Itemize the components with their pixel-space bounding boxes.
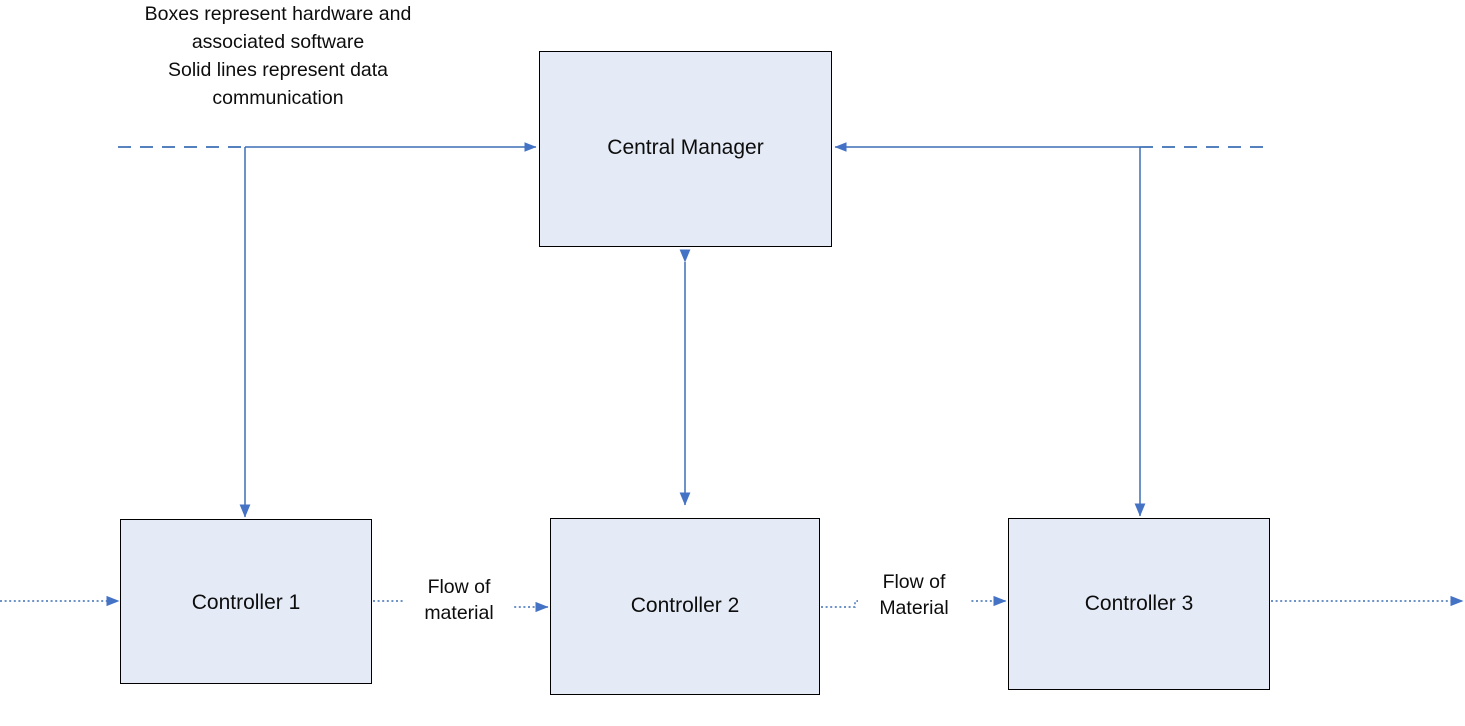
node-controller-2-label: Controller 2 [630,594,740,617]
legend-note-line-4: communication [212,86,344,109]
node-controller-1[interactable]: Controller 1 [120,519,372,684]
edge-label-flow-2-line-2: Material [879,596,949,619]
legend-note-line-1: Boxes represent hardware and [144,3,412,25]
edge-label-flow-of-material-1: Flow of material [404,575,514,627]
edge-label-flow-1-line-1: Flow of [427,576,491,598]
node-controller-2[interactable]: Controller 2 [550,518,820,695]
node-central-manager[interactable]: Central Manager [539,51,832,247]
node-controller-1-label: Controller 1 [191,591,301,614]
legend-note: Boxes represent hardware and associated … [118,1,438,113]
edge-label-flow-1-line-2: material [424,601,494,624]
legend-note-line-2: associated software [191,30,365,53]
node-central-manager-label: Central Manager [607,136,764,159]
node-controller-3[interactable]: Controller 3 [1008,518,1270,690]
node-controller-3-label: Controller 3 [1084,592,1194,615]
edge-label-flow-of-material-2: Flow of Material [858,570,970,622]
edge-label-flow-2-line-1: Flow of [882,571,946,593]
legend-note-line-3: Solid lines represent data [167,58,389,81]
